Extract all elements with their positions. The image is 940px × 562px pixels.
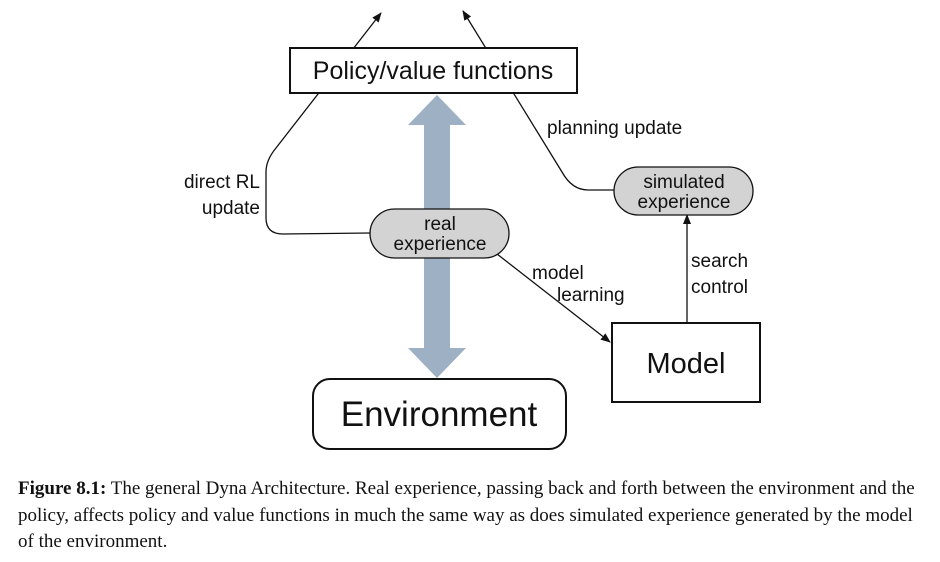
real-experience-label-line2: experience xyxy=(394,234,487,255)
search-control-label-line2: control xyxy=(691,277,748,298)
policy-value-box xyxy=(289,47,578,94)
model-learning-label-line2: learning xyxy=(557,285,625,306)
figure-caption-text: The general Dyna Architecture. Real expe… xyxy=(18,478,915,552)
figure-caption-label: Figure 8.1: xyxy=(18,478,107,499)
real-experience-label-line1: real xyxy=(424,214,456,235)
model-box xyxy=(611,322,761,403)
policy-value-label: Policy/value functions xyxy=(313,57,553,85)
real-experience-bubble xyxy=(369,208,510,259)
figure-caption: Figure 8.1: The general Dyna Architectur… xyxy=(18,476,926,556)
simulated-experience-label-line1: simulated xyxy=(643,172,724,193)
environment-label: Environment xyxy=(341,395,538,434)
simulated-experience-label-line2: experience xyxy=(638,192,731,213)
planning-update-label: planning update xyxy=(547,118,682,139)
model-learning-label-line1: model xyxy=(532,263,584,284)
model-learning-arrow xyxy=(496,253,611,343)
direct-rl-update-arrow xyxy=(265,12,382,235)
simulated-experience-bubble xyxy=(613,166,754,216)
environment-box xyxy=(312,378,567,450)
dyna-architecture-diagram: Policy/value functions Environment Model… xyxy=(184,10,761,450)
direct-rl-update-label-line2: update xyxy=(202,198,260,219)
model-label: Model xyxy=(647,348,726,380)
search-control-label-line1: search xyxy=(691,251,748,272)
planning-update-arrow xyxy=(462,10,614,191)
direct-rl-update-label-line1: direct RL xyxy=(184,172,260,193)
